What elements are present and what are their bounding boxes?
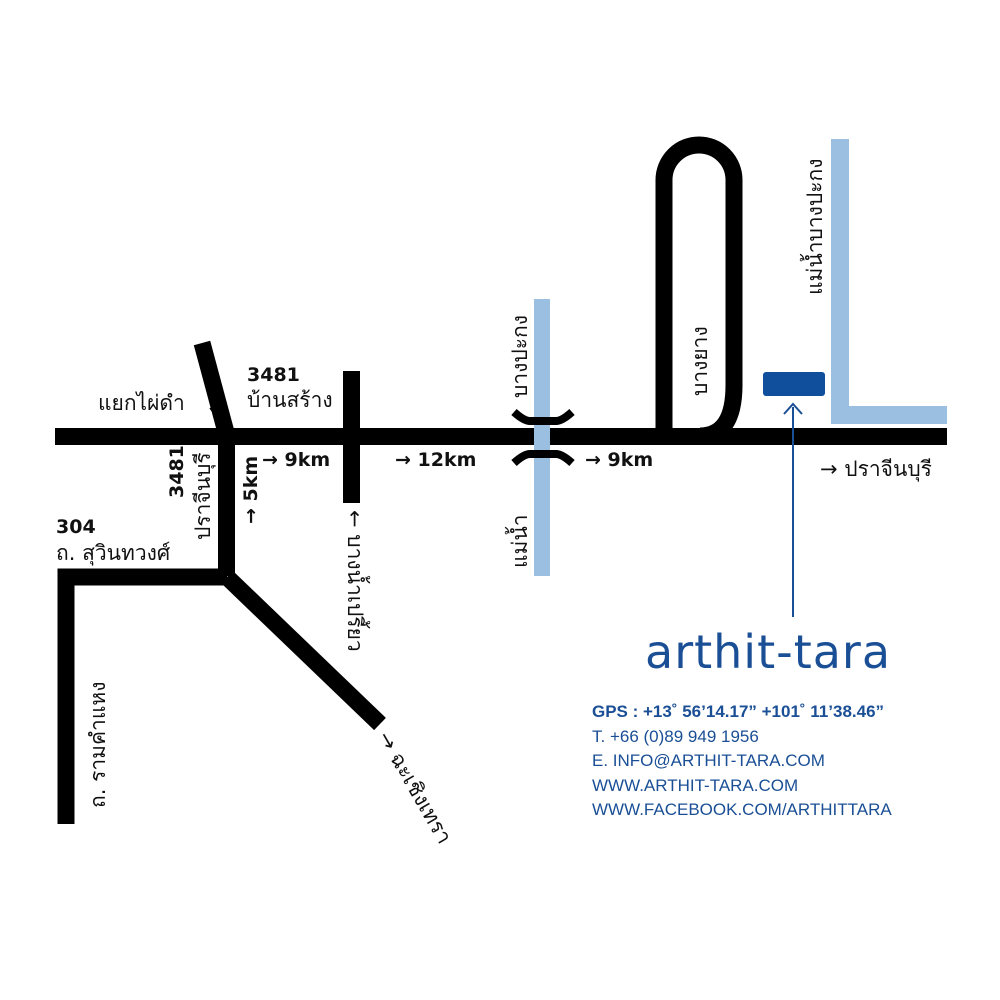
intersection-pointer [209, 407, 224, 426]
bang-pakong-river-main [831, 139, 947, 424]
label-bang-yang: บางยาง [688, 326, 712, 396]
email-address: E. INFO@ARTHIT-TARA.COM [592, 751, 825, 770]
website-link: WWW.ARTHIT-TARA.COM [592, 775, 799, 795]
label-river-bang-pakong: แม่น้ำบางปะกง [803, 158, 827, 295]
road-304-ramkhamhaeng [57, 568, 227, 824]
label-bang-pakong-bridge: บางปะกง [508, 315, 532, 398]
label-distance-9km-b: → 9km [585, 449, 654, 471]
contact-info: GPS : +13˚ 56’14.17” +101˚ 11’38.46” T. … [592, 700, 892, 823]
bridge-top [511, 408, 575, 425]
road-north-phaidam [193, 340, 236, 439]
label-road-3481-top-number: 3481 [247, 364, 300, 386]
label-distance-12km: → 12km [395, 449, 477, 471]
label-to-prachinburi: → ปราจีนบุรี [820, 457, 932, 481]
label-bang-nam-priao: ← บางน้ำเปรี้ยว [343, 510, 367, 652]
bridge-bottom [511, 450, 575, 467]
label-road-304-number: 304 [56, 516, 96, 538]
label-road-3481-side-name: ปราจีนบุรี [191, 452, 215, 540]
road-chachoengsao [221, 570, 386, 731]
road-3481-bansang [343, 371, 360, 503]
label-intersection-phaidam: แยกไผ่ดำ [98, 391, 185, 415]
label-distance-5km: → 5km [240, 455, 262, 524]
phone-number: T. +66 (0)89 949 1956 [592, 726, 759, 746]
bang-yang-loop-road [655, 136, 743, 445]
label-mae-nam: แม่น้ำ [508, 514, 532, 568]
label-road-ramkhamhaeng: ถ. รามคำแหง [86, 681, 110, 808]
label-road-3481-side-number: 3481 [166, 445, 188, 498]
gps-coordinates: GPS : +13˚ 56’14.17” +101˚ 11’38.46” [592, 702, 885, 721]
brand-name: arthit-tara [645, 625, 892, 679]
road-3481-south [218, 436, 235, 576]
main-highway [55, 428, 947, 445]
facebook-link: WWW.FACEBOOK.COM/ARTHITTARA [592, 800, 892, 819]
label-road-3481-top-name: บ้านสร้าง [247, 388, 333, 412]
bridge-river-gap [534, 428, 550, 445]
destination-marker [763, 372, 825, 396]
pointer-arrowhead [783, 402, 803, 415]
label-road-304-name: ถ. สุวินทวงศ์ [56, 541, 171, 565]
label-distance-9km-a: → 9km [262, 449, 331, 471]
